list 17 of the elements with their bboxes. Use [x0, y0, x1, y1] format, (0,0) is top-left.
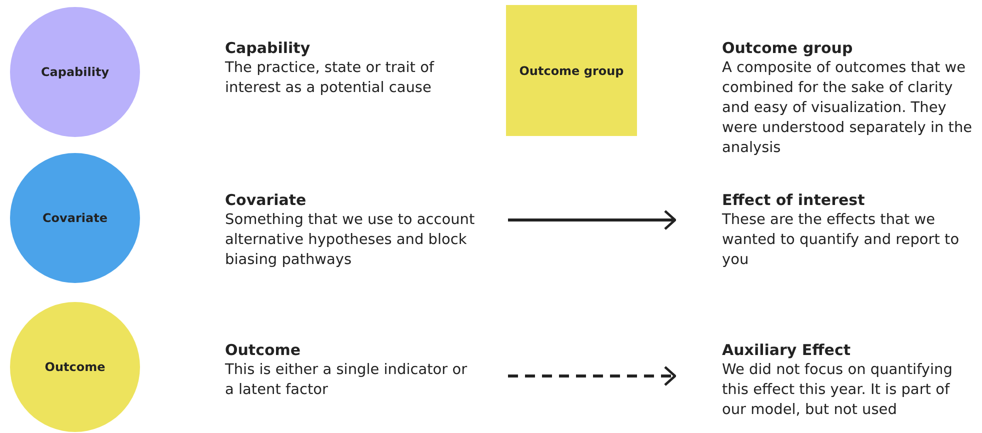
node-label: Outcome — [44, 360, 106, 374]
legend-heading: Covariate — [225, 190, 308, 210]
legend-heading: Outcome — [225, 340, 302, 360]
legend-heading: Capability — [225, 38, 312, 58]
outcome-group-square — [506, 5, 637, 136]
legend-heading: Effect of interest — [722, 190, 866, 210]
legend-description: Something that we use to account alternative hypotheses and block biasing pathways — [225, 211, 476, 270]
node-label: Capability — [40, 65, 110, 79]
legend-heading: Outcome group — [722, 38, 854, 58]
legend-description: The practice, state or trait of interest as a potential cause — [225, 59, 436, 98]
legend-description: We did not focus on quantifying this effect this year. It is part of our model, but not used — [722, 361, 954, 420]
node-label: Covariate — [42, 211, 108, 225]
legend-description: These are the effects that we wanted to quantify and report to you — [722, 211, 960, 270]
legend-heading: Auxiliary Effect — [722, 340, 852, 360]
legend-description: A composite of outcomes that we combined for the sake of clarity and easy of visualization. They were understood separately in the analysis — [722, 59, 974, 158]
node-label: Outcome group — [519, 64, 624, 78]
legend-description: This is either a single indicator or a latent factor — [225, 361, 468, 400]
